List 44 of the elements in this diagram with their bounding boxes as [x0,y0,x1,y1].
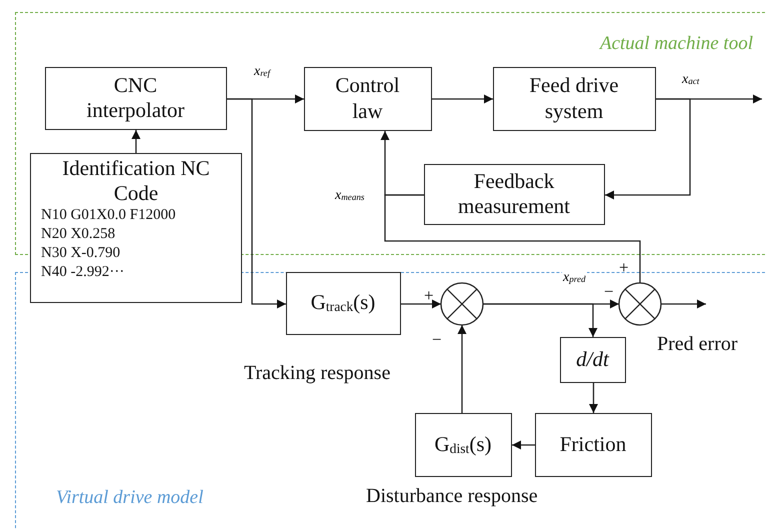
process-box [286,272,400,334]
block-text: CNC interpolator [86,72,186,124]
arrow [432,94,493,104]
block-text: Friction [558,432,628,458]
minus-sign: − [432,330,442,350]
connector-line [384,194,641,283]
code-line: N10 G01X0.0 F12000 [40,206,176,226]
process-box [424,164,604,224]
block-text: G$_{track}$(s) [310,290,376,316]
arrow [589,383,598,413]
plus-sign: + [424,286,434,306]
process-box [30,153,242,303]
process-box [44,66,226,130]
process-box [414,412,512,476]
process-box [560,336,626,382]
arrow [458,325,466,413]
region-title: Actual machine tool [600,33,753,55]
code-line: N40 -2.992··· [40,262,124,282]
summing-junction [440,282,484,326]
block-text: Identification NC Code [61,156,211,206]
process-box [304,66,432,130]
block-text: G$_{dist}$(s) [433,432,493,458]
arrow [605,98,691,200]
arrow [483,303,598,337]
arrow [227,98,286,308]
arrow [132,130,140,153]
arrow [661,300,706,308]
plus-sign: + [619,258,629,278]
block-text: Feedback measurement [457,168,571,220]
block-caption: Tracking response [244,362,390,385]
summing-junction [618,282,662,326]
block-caption: Pred error [657,333,738,356]
region-title: Virtual drive model [56,487,204,509]
code-line: N30 X-0.790 [40,244,120,263]
process-box [534,412,652,476]
block-text: Feed drive system [528,73,620,124]
block-text: Control law [334,73,401,124]
minus-sign: − [604,282,614,302]
arrow [401,300,441,308]
block-caption: Disturbance response [366,485,538,508]
block-text: d/dt [575,346,610,372]
process-box [492,66,656,130]
arrow [512,440,535,450]
code-line: N20 X0.258 [40,225,116,244]
